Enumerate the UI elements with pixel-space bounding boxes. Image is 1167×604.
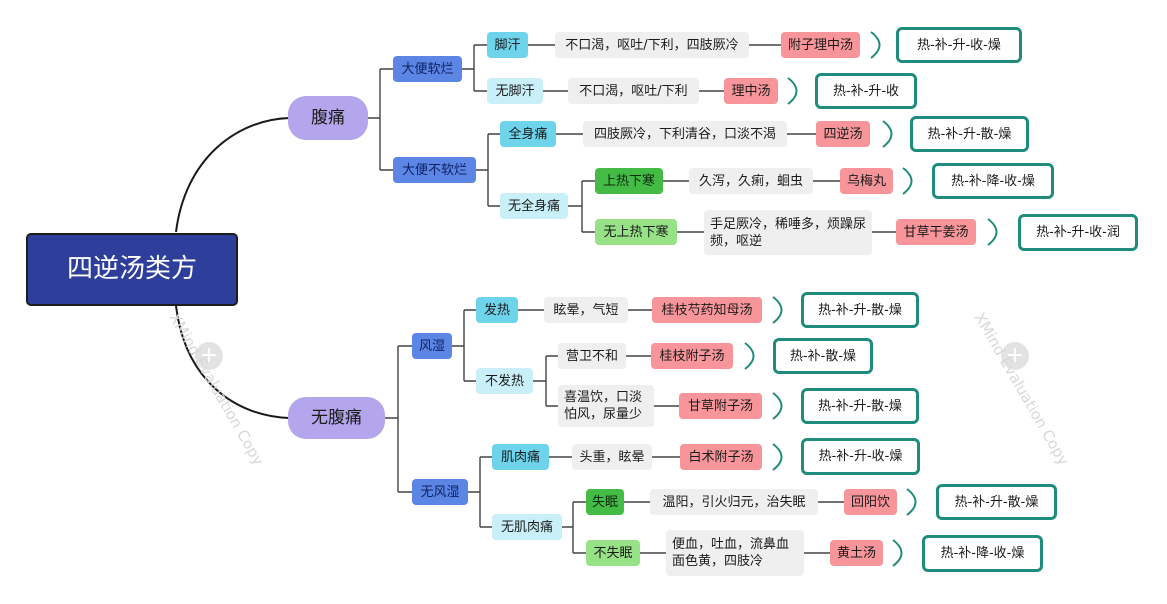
symptom-text[interactable]: 温阳，引火归元，治失眠	[650, 489, 818, 515]
topic-stool-soft[interactable]: 大便软烂	[393, 56, 462, 82]
symptom-text[interactable]: 不口渴，呕吐/下利，四肢厥冷	[555, 32, 749, 58]
property-tag[interactable]: 热-补-升-散-燥	[801, 292, 919, 328]
root-topic[interactable]: 四逆汤类方	[26, 233, 238, 306]
formula-node[interactable]: 理中汤	[724, 78, 778, 104]
property-tag[interactable]: 热-补-升-散-燥	[936, 484, 1057, 520]
topic-muscle-pain[interactable]: 肌肉痛	[492, 444, 549, 470]
property-tag[interactable]: 热-补-升-散-燥	[801, 388, 919, 424]
symptom-text[interactable]: 眩晕，气短	[544, 297, 628, 323]
formula-node[interactable]: 回阳饮	[844, 489, 897, 515]
topic-insomnia[interactable]: 失眠	[586, 489, 624, 515]
symptom-text[interactable]: 便血，吐血，流鼻血面色黄，四肢冷	[666, 530, 804, 576]
symptom-topic-ying-wei[interactable]: 营卫不和	[558, 343, 626, 369]
formula-node[interactable]: 桂枝附子汤	[651, 343, 733, 369]
topic-no-fever[interactable]: 不发热	[476, 368, 533, 394]
topic-no-wind-damp[interactable]: 无风湿	[412, 479, 468, 505]
topic-no-upper-heat-lower-cold[interactable]: 无上热下寒	[595, 219, 677, 245]
symptom-text[interactable]: 手足厥冷，稀唾多，烦躁尿频，呕逆	[704, 210, 872, 255]
property-tag[interactable]: 热-补-升-收-燥	[896, 27, 1022, 63]
formula-node[interactable]: 桂枝芍药知母汤	[652, 297, 762, 323]
property-tag[interactable]: 热-补-升-收-润	[1018, 214, 1138, 251]
topic-no-foot-sweat[interactable]: 无脚汗	[487, 78, 543, 104]
watermark-logo-icon: +	[195, 342, 223, 370]
property-tag[interactable]: 热-补-降-收-燥	[932, 163, 1054, 199]
property-tag[interactable]: 热-补-升-散-燥	[910, 116, 1029, 152]
symptom-text[interactable]: 四肢厥冷，下利清谷，口淡不渴	[583, 121, 787, 147]
topic-no-whole-body-pain[interactable]: 无全身痛	[500, 193, 568, 219]
symptom-topic-warm-drink[interactable]: 喜温饮，口淡怕风，尿量少	[558, 385, 654, 427]
watermark-logo-icon: +	[1001, 342, 1029, 370]
branch-abdominal-pain[interactable]: 腹痛	[288, 96, 368, 140]
topic-fever[interactable]: 发热	[476, 297, 518, 323]
symptom-text[interactable]: 不口渴，呕吐/下利	[568, 78, 699, 104]
topic-whole-body-pain[interactable]: 全身痛	[500, 121, 556, 147]
formula-node[interactable]: 附子理中汤	[781, 32, 860, 58]
property-tag[interactable]: 热-补-升-收	[815, 73, 917, 109]
topic-wind-damp[interactable]: 风湿	[412, 333, 452, 359]
branch-no-abdominal-pain[interactable]: 无腹痛	[288, 397, 385, 439]
formula-node[interactable]: 甘草附子汤	[679, 393, 762, 419]
formula-node[interactable]: 四逆汤	[816, 121, 870, 147]
formula-node[interactable]: 乌梅丸	[840, 168, 893, 194]
property-tag[interactable]: 热-补-降-收-燥	[922, 535, 1043, 572]
formula-node[interactable]: 黄土汤	[830, 540, 883, 566]
topic-no-muscle-pain[interactable]: 无肌肉痛	[492, 514, 562, 540]
topic-no-insomnia[interactable]: 不失眠	[586, 540, 640, 566]
topic-foot-sweat[interactable]: 脚汗	[487, 32, 528, 58]
property-tag[interactable]: 热-补-升-收-燥	[801, 438, 920, 475]
topic-stool-not-soft[interactable]: 大便不软烂	[393, 157, 476, 183]
symptom-text[interactable]: 久泻，久痢，蛔虫	[689, 168, 813, 194]
topic-upper-heat-lower-cold[interactable]: 上热下寒	[595, 168, 663, 194]
formula-node[interactable]: 甘草干姜汤	[896, 219, 976, 245]
property-tag[interactable]: 热-补-散-燥	[773, 338, 873, 374]
formula-node[interactable]: 白术附子汤	[680, 444, 762, 470]
symptom-text[interactable]: 头重，眩晕	[572, 444, 652, 470]
